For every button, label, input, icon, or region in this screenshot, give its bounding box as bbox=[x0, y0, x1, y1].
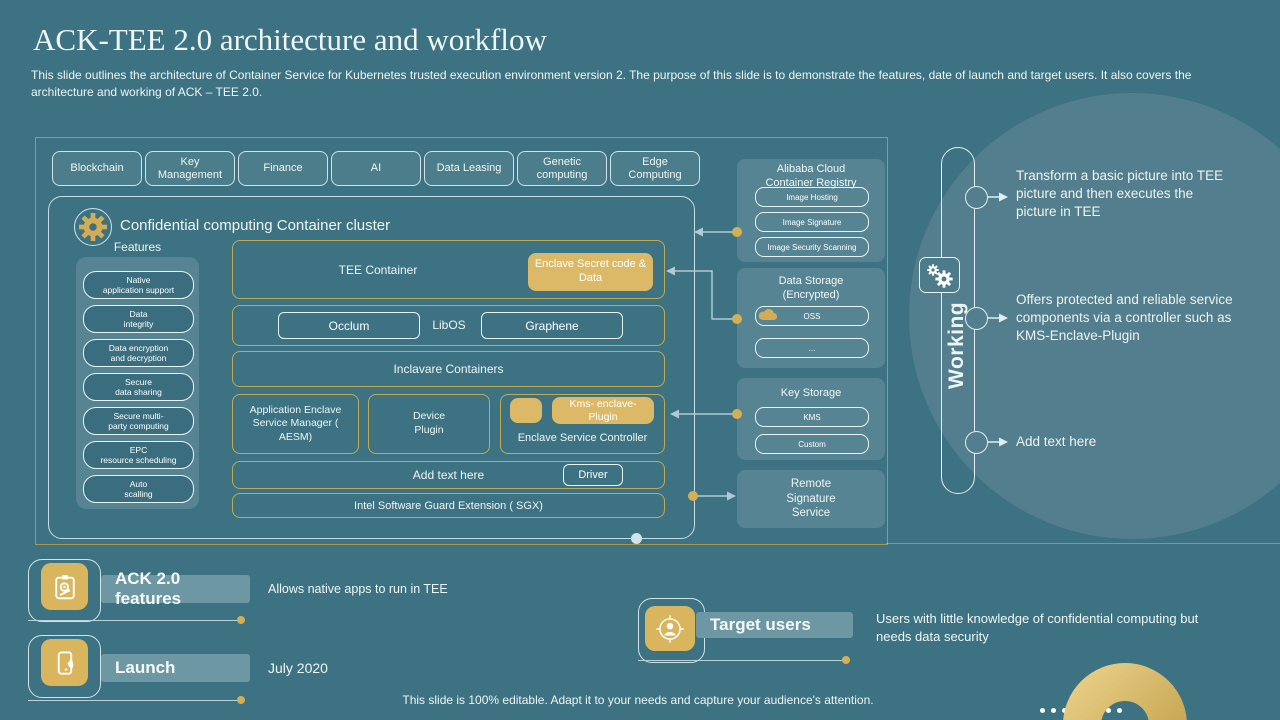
features-label: Features bbox=[113, 240, 162, 254]
feature-pill: Secure multi- party computing bbox=[83, 407, 194, 435]
libos-label: LibOS bbox=[432, 317, 466, 332]
driver-box: Driver bbox=[563, 464, 623, 486]
inclavare-box: Inclavare Containers bbox=[232, 351, 665, 387]
registry-pill-image-signature: Image Signature bbox=[755, 212, 869, 232]
page-dot bbox=[1106, 708, 1111, 713]
working-point-2: Offers protected and reliable service co… bbox=[1016, 292, 1233, 343]
cluster-box bbox=[48, 196, 695, 539]
features-connector-dot bbox=[237, 616, 245, 624]
add-text-box: Add text here Driver bbox=[232, 461, 665, 489]
frame-hairline bbox=[886, 543, 1280, 544]
kms-enclave-plugin-chip: Kms- enclave- Plugin bbox=[552, 397, 654, 424]
launch-icon-frame bbox=[28, 635, 101, 698]
industry-box-key-management: Key Management bbox=[145, 151, 235, 186]
industry-box-genetic-computing: Genetic computing bbox=[517, 151, 607, 186]
working-point-3: Add text here bbox=[1016, 434, 1097, 449]
launch-connector-dot bbox=[237, 696, 245, 704]
ack-features-desc: Allows native apps to run in TEE bbox=[268, 582, 448, 596]
feature-pill: EPC resource scheduling bbox=[83, 441, 194, 469]
page-title: ACK-TEE 2.0 architecture and workflow bbox=[33, 22, 547, 57]
working-notch-3 bbox=[965, 431, 988, 454]
ring-logo bbox=[1063, 663, 1187, 720]
registry-title: Alibaba Cloud Container Registry bbox=[765, 163, 857, 190]
features-connector-line bbox=[28, 620, 238, 621]
footer-note: This slide is 100% editable. Adapt it to… bbox=[402, 693, 874, 707]
device-plugin-label: Device Plugin bbox=[412, 410, 446, 436]
sgx-box: Intel Software Guard Extension ( SGX) bbox=[232, 493, 665, 518]
device-plugin-box: Device Plugin bbox=[368, 394, 490, 454]
working-notch-2 bbox=[965, 307, 988, 330]
working-point-1: Transform a basic picture into TEE pictu… bbox=[1016, 168, 1224, 219]
add-text-label: Add text here bbox=[412, 468, 485, 482]
industry-box-ai: AI bbox=[331, 151, 421, 186]
enclave-service-controller-box: Kms- enclave- Plugin Enclave Service Con… bbox=[500, 394, 665, 454]
tee-container-label: TEE Container bbox=[338, 262, 418, 277]
launch-connector-line bbox=[28, 700, 238, 701]
ack-features-label: ACK 2.0 features bbox=[101, 569, 250, 608]
working-gears-icon bbox=[919, 257, 960, 293]
enclave-service-controller-label: Enclave Service Controller bbox=[517, 432, 648, 444]
features-icon-frame bbox=[28, 559, 101, 622]
key-storage-title: Key Storage bbox=[780, 387, 842, 399]
tee-container-box: TEE Container Enclave Secret code & Data bbox=[232, 240, 665, 299]
aesm-box: Application Enclave Service Manager ( AE… bbox=[232, 394, 359, 454]
libos-box: Occlum LibOS Graphene bbox=[232, 305, 665, 346]
industry-box-blockchain: Blockchain bbox=[52, 151, 142, 186]
ack-features-icon bbox=[41, 563, 88, 610]
working-notch-1 bbox=[965, 186, 988, 209]
storage-more-pill: ... bbox=[755, 338, 869, 358]
target-connector-dot bbox=[842, 656, 850, 664]
feature-pill: Secure data sharing bbox=[83, 373, 194, 401]
feature-pill: Auto scalling bbox=[83, 475, 194, 503]
cluster-bottom-node bbox=[631, 533, 642, 544]
kms-pill: KMS bbox=[755, 407, 869, 427]
registry-pill-image-hosting: Image Hosting bbox=[755, 187, 869, 207]
launch-icon bbox=[41, 639, 88, 686]
industry-box-finance: Finance bbox=[238, 151, 328, 186]
enclave-secret-chip: Enclave Secret code & Data bbox=[528, 253, 653, 291]
launch-label: Launch bbox=[101, 654, 250, 682]
working-label: Working bbox=[945, 301, 968, 389]
cluster-title: Confidential computing Container cluster bbox=[120, 217, 391, 234]
launch-desc: July 2020 bbox=[268, 660, 328, 676]
cluster-gear-icon bbox=[74, 208, 112, 246]
page-dot bbox=[1117, 708, 1122, 713]
cloud-icon bbox=[758, 309, 778, 321]
graphene-box: Graphene bbox=[481, 312, 623, 339]
diagram-frame bbox=[35, 137, 888, 545]
occlum-box: Occlum bbox=[278, 312, 420, 339]
data-storage-title: Data Storage (Encrypted) bbox=[778, 275, 844, 302]
oss-pill: OSS bbox=[755, 306, 869, 326]
target-connector-line bbox=[638, 660, 843, 661]
blank-chip bbox=[510, 398, 542, 423]
industry-box-edge-computing: Edge Computing bbox=[610, 151, 700, 186]
custom-pill: Custom bbox=[755, 434, 869, 454]
page-dot bbox=[1051, 708, 1056, 713]
page-subtitle: This slide outlines the architecture of … bbox=[31, 68, 1192, 99]
target-users-desc: Users with little knowledge of confident… bbox=[876, 611, 1199, 644]
page-dot bbox=[1040, 708, 1045, 713]
target-users-label: Target users bbox=[696, 612, 853, 638]
target-users-icon bbox=[645, 606, 695, 651]
page-dot bbox=[1062, 708, 1067, 713]
industry-box-data-leasing: Data Leasing bbox=[424, 151, 514, 186]
aesm-label: Application Enclave Service Manager ( AE… bbox=[249, 403, 342, 443]
feature-pill: Native application support bbox=[83, 271, 194, 299]
feature-pill: Data integrity bbox=[83, 305, 194, 333]
registry-pill-image-security-scanning: Image Security Scanning bbox=[755, 237, 869, 257]
feature-pill: Data encryption and decryption bbox=[83, 339, 194, 367]
remote-signature-panel: Remote Signature Service bbox=[737, 470, 885, 528]
